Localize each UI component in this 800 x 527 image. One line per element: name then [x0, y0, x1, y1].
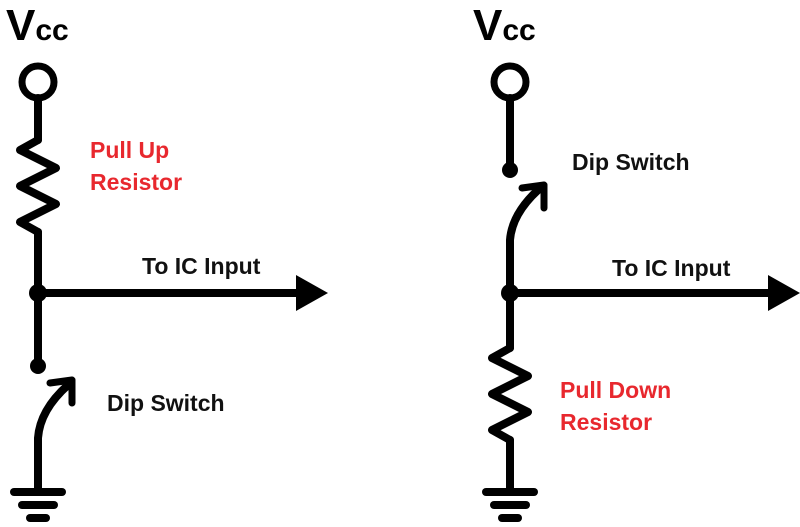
- right-output-arrowhead: [768, 275, 800, 311]
- left-output-label: To IC Input: [142, 253, 261, 279]
- pull-up-circuit: Vcc Pull Up Resistor To IC Input Dip Swi…: [6, 1, 328, 522]
- right-vcc-terminal: [490, 62, 530, 102]
- left-dip-switch-arrowhead: [46, 376, 76, 407]
- right-output-label: To IC Input: [612, 255, 731, 281]
- left-switch-contact: [30, 358, 46, 374]
- right-pull-down-resistor: [488, 344, 532, 444]
- left-switch-label: Dip Switch: [107, 390, 225, 416]
- left-resistor-label-line1: Pull Up: [90, 137, 169, 163]
- left-vcc-label: Vcc: [6, 1, 69, 50]
- left-ground-symbol: [10, 488, 66, 522]
- left-vcc-terminal: [18, 62, 58, 102]
- left-resistor-label-line2: Resistor: [90, 169, 182, 195]
- left-dip-switch-lever: [34, 381, 72, 492]
- left-output-arrowhead: [296, 275, 328, 311]
- right-switch-label: Dip Switch: [572, 149, 690, 175]
- right-vcc-label: Vcc: [473, 1, 536, 50]
- right-resistor-label-line1: Pull Down: [560, 377, 671, 403]
- right-ground-symbol: [482, 488, 538, 522]
- right-resistor-label-line2: Resistor: [560, 409, 652, 435]
- right-dip-switch-lever: [506, 186, 542, 352]
- pull-down-circuit: Vcc Dip Switch To IC Input Pull Down Res…: [473, 1, 800, 522]
- left-pull-up-resistor: [16, 136, 60, 236]
- right-dip-switch-arrowhead: [518, 181, 548, 212]
- right-switch-contact: [502, 162, 518, 178]
